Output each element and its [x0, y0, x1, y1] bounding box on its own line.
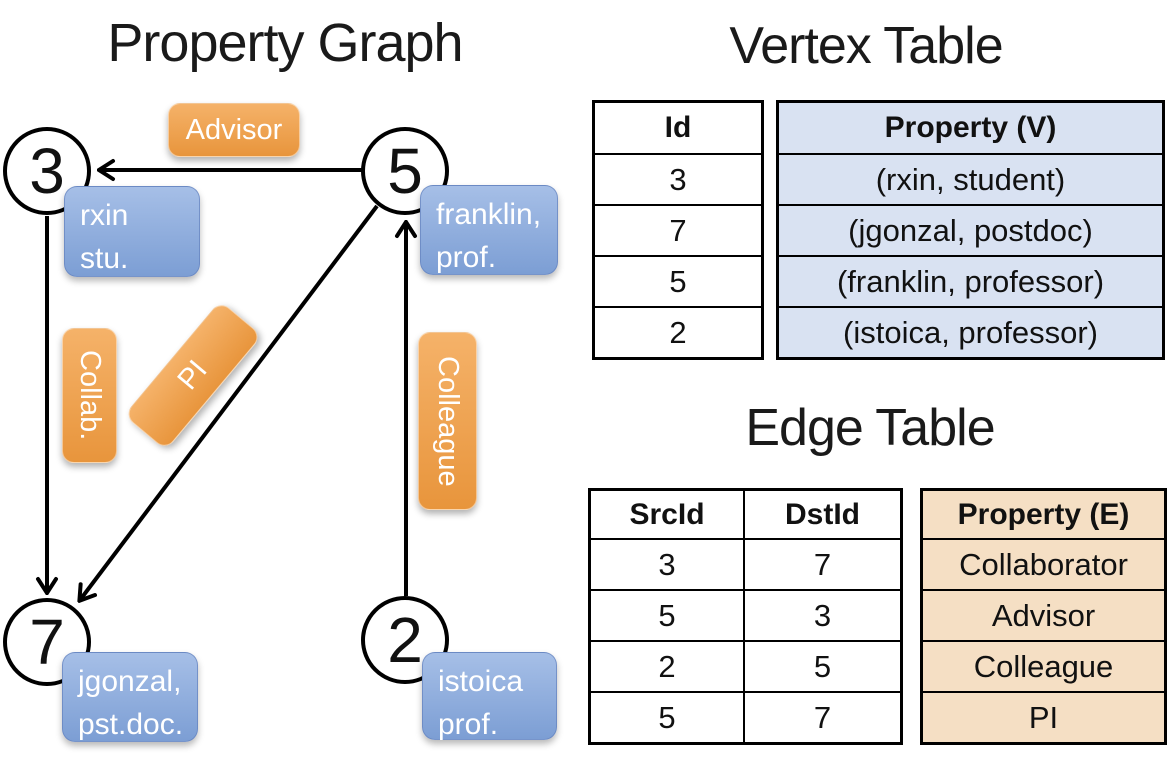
edge-dstid-cell: 7 — [743, 691, 903, 745]
edge-table-id-columns: SrcId DstId 3 7 5 3 2 5 5 7 — [588, 488, 903, 745]
advisor-edge-label: Advisor — [168, 103, 300, 157]
edge-property-cell: Colleague — [920, 640, 1167, 693]
vertex-table-title: Vertex Table — [729, 17, 1003, 75]
table-row: Property (E) — [920, 488, 1167, 540]
node-5: 5 — [361, 127, 449, 215]
vertex-property-cell: (rxin, student) — [776, 153, 1165, 206]
vertex-3-property-line1: rxin — [80, 199, 129, 232]
node-3-id: 3 — [29, 135, 65, 207]
vertex-id-header: Id — [592, 100, 764, 155]
table-row: (jgonzal, postdoc) — [776, 204, 1165, 257]
table-row: Property (V) — [776, 100, 1165, 155]
vertex-5-property-line2: prof. — [436, 240, 497, 274]
table-row: 2 — [592, 306, 764, 360]
node-2-id: 2 — [387, 604, 423, 676]
graph-title: Property Graph — [107, 13, 463, 73]
vertex-id-cell: 2 — [592, 306, 764, 360]
collab-edge-label: Collab. — [62, 328, 117, 463]
vertex-7-property-line1: jgonzal, — [78, 665, 182, 698]
vertex-table-id-column: Id 3 7 5 2 — [592, 100, 764, 360]
edge-table-title: Edge Table — [745, 399, 995, 457]
edge-dstid-cell: 7 — [743, 538, 903, 591]
vertex-property-cell: (istoica, professor) — [776, 306, 1165, 360]
table-row: 5 3 — [588, 589, 903, 642]
vertex-2-property-line2: prof. — [438, 707, 499, 741]
edge-srcid-header: SrcId — [588, 488, 745, 540]
table-row: SrcId DstId — [588, 488, 903, 540]
edge-property-cell: Collaborator — [920, 538, 1167, 591]
vertex-3-property-line2: stu. — [80, 241, 129, 275]
vertex-7-property-box: jgonzal, pst.doc. — [62, 652, 198, 742]
vertex-id-cell: 7 — [592, 204, 764, 257]
edge-srcid-cell: 5 — [588, 589, 745, 642]
vertex-7-property-line2: pst.doc. — [78, 707, 184, 741]
table-row: 2 5 — [588, 640, 903, 693]
table-row: Colleague — [920, 640, 1167, 693]
table-row: PI — [920, 691, 1167, 745]
edge-property-cell: Advisor — [920, 589, 1167, 642]
edge-dstid-header: DstId — [743, 488, 903, 540]
node-7-id: 7 — [29, 606, 65, 678]
vertex-3-property-box: rxin stu. — [64, 186, 200, 277]
table-row: 5 — [592, 255, 764, 308]
table-row: 7 — [592, 204, 764, 257]
table-row: 5 7 — [588, 691, 903, 745]
vertex-2-property-box: istoica prof. — [422, 652, 557, 741]
vertex-5-property-box: franklin, prof. — [420, 185, 558, 275]
vertex-property-header: Property (V) — [776, 100, 1165, 155]
edge-dstid-cell: 3 — [743, 589, 903, 642]
graph-edges-canvas — [0, 0, 585, 760]
edge-srcid-cell: 5 — [588, 691, 745, 745]
edge-srcid-cell: 2 — [588, 640, 745, 693]
table-row: Advisor — [920, 589, 1167, 642]
edge-table-property-column: Property (E) Collaborator Advisor Collea… — [920, 488, 1167, 745]
edge-dstid-cell: 5 — [743, 640, 903, 693]
node-5-id: 5 — [387, 135, 423, 207]
vertex-id-cell: 3 — [592, 153, 764, 206]
table-row: Collaborator — [920, 538, 1167, 591]
edge-property-header: Property (E) — [920, 488, 1167, 540]
vertex-id-cell: 5 — [592, 255, 764, 308]
table-row: (franklin, professor) — [776, 255, 1165, 308]
vertex-property-cell: (franklin, professor) — [776, 255, 1165, 308]
node-2: 2 — [361, 596, 449, 684]
table-row: Id — [592, 100, 764, 155]
vertex-table-property-column: Property (V) (rxin, student) (jgonzal, p… — [776, 100, 1165, 360]
table-row: 3 — [592, 153, 764, 206]
table-row: (istoica, professor) — [776, 306, 1165, 360]
edge-property-cell: PI — [920, 691, 1167, 745]
vertex-2-property-line1: istoica — [438, 665, 524, 698]
table-row: (rxin, student) — [776, 153, 1165, 206]
vertex-5-property-line1: franklin, — [436, 198, 542, 231]
table-row: 3 7 — [588, 538, 903, 591]
vertex-property-cell: (jgonzal, postdoc) — [776, 204, 1165, 257]
edge-pi-5-to-7 — [80, 204, 379, 600]
colleague-edge-label: Colleague — [418, 332, 477, 510]
edge-srcid-cell: 3 — [588, 538, 745, 591]
